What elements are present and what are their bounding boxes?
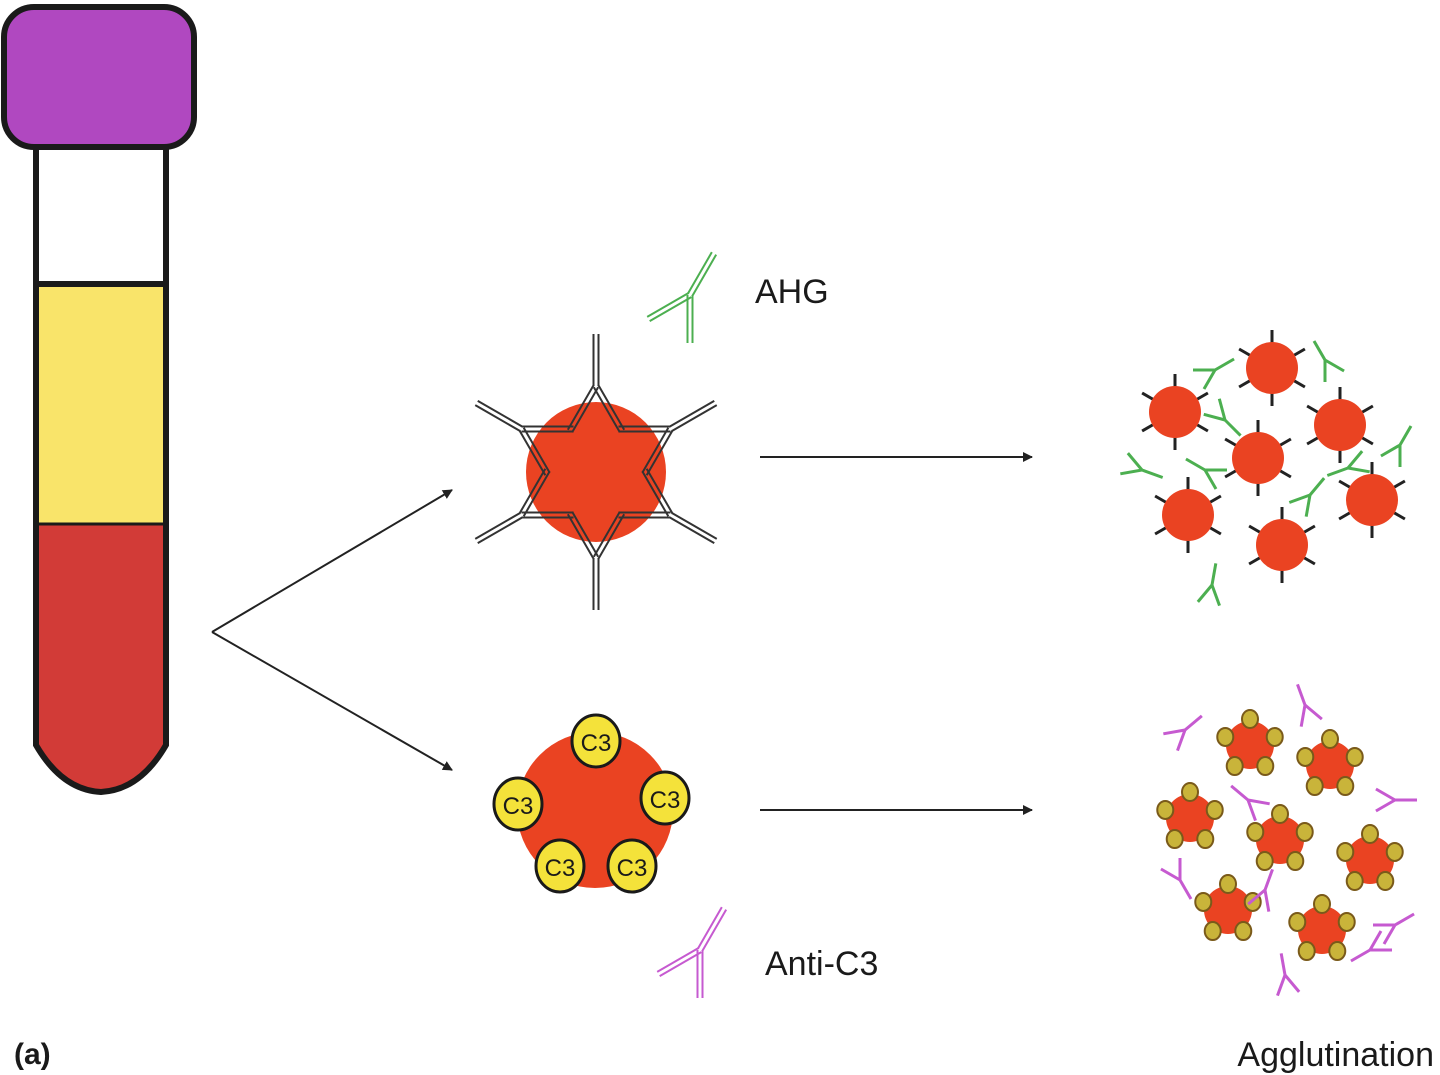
ahg-antibody-icon <box>646 251 718 343</box>
c3-molecule: C3 <box>606 838 658 894</box>
agglutinated-rbc <box>1336 824 1404 892</box>
c3-molecule: C3 <box>534 838 586 894</box>
anti-c3-antibody <box>1375 787 1417 813</box>
c3-coated-rbc: C3 C3 C3 C3 C3 <box>492 713 691 894</box>
agglutination-label: Agglutination <box>1237 1036 1434 1074</box>
agglutinated-rbc <box>1246 804 1314 872</box>
agglutinated-rbc <box>1194 874 1262 942</box>
rbc <box>526 402 666 542</box>
ahg-antibody <box>1326 450 1370 477</box>
agglutinated-rbc <box>1238 330 1306 406</box>
anti-c3-antibody <box>1350 930 1392 963</box>
c3-molecule: C3 <box>492 776 544 832</box>
agglutinated-rbc <box>1156 782 1224 850</box>
ahg-antibody <box>1196 563 1221 607</box>
anti-c3-antibody <box>1296 683 1323 727</box>
c3-molecule: C3 <box>570 713 622 769</box>
anti-c3-antibody <box>1373 912 1415 945</box>
tube-cap <box>1 4 197 150</box>
ahg-antibody <box>646 251 718 343</box>
ahg-antibody <box>1203 398 1242 437</box>
agglutinated-cell-cluster-c3 <box>1156 683 1417 997</box>
branch-arrow-up <box>211 489 453 633</box>
agglutinated-rbc <box>1296 729 1364 797</box>
igg-antibody <box>566 334 626 433</box>
anti-c3-label: Anti-C3 <box>765 945 878 983</box>
agglutinated-rbc <box>1288 894 1356 962</box>
igg-antibody <box>474 468 574 545</box>
igg-coated-rbc <box>474 334 718 610</box>
tube-plasma <box>36 284 166 524</box>
ahg-label: AHG <box>755 273 829 311</box>
anti-c3-antibody <box>656 906 728 998</box>
blood-tube <box>1 4 197 796</box>
ahg-antibody <box>1120 452 1164 479</box>
svg-text:C3: C3 <box>581 730 612 757</box>
igg-antibody <box>566 511 626 610</box>
agglutinated-cell-cluster-ahg <box>1120 330 1413 607</box>
anti-c3-antibody <box>1276 953 1301 997</box>
branch-arrow-down <box>211 631 453 771</box>
anti-c3-antibody <box>1230 784 1270 822</box>
c3-molecule: C3 <box>639 770 691 826</box>
agglutinated-rbc <box>1248 507 1316 583</box>
igg-antibody <box>618 399 718 476</box>
svg-text:C3: C3 <box>503 793 534 820</box>
ahg-antibody <box>1288 477 1326 517</box>
agglutinated-rbc <box>1154 477 1222 553</box>
svg-text:C3: C3 <box>617 855 648 882</box>
ahg-antibody <box>1193 357 1235 390</box>
svg-text:C3: C3 <box>545 855 576 882</box>
agglutinated-rbc <box>1224 420 1292 496</box>
tube-red-cells <box>36 524 166 792</box>
agglutinated-rbc <box>1141 374 1209 450</box>
anti-c3-antibody <box>1247 868 1274 912</box>
agglutinated-rbc <box>1338 462 1406 538</box>
tube-outline <box>33 148 169 796</box>
ahg-antibody <box>1185 457 1227 490</box>
panel-label: (a) <box>14 1038 51 1071</box>
anti-c3-antibody-icon <box>656 906 728 998</box>
svg-text:C3: C3 <box>650 787 681 814</box>
agglutinated-rbc <box>1306 387 1374 463</box>
igg-antibody <box>618 468 718 545</box>
ahg-antibody <box>1380 425 1413 467</box>
anti-c3-antibody <box>1163 714 1203 752</box>
anti-c3-antibody <box>1160 858 1193 900</box>
ahg-antibody <box>1312 340 1345 382</box>
igg-antibody <box>474 399 574 476</box>
agglutinated-rbc <box>1216 709 1284 777</box>
